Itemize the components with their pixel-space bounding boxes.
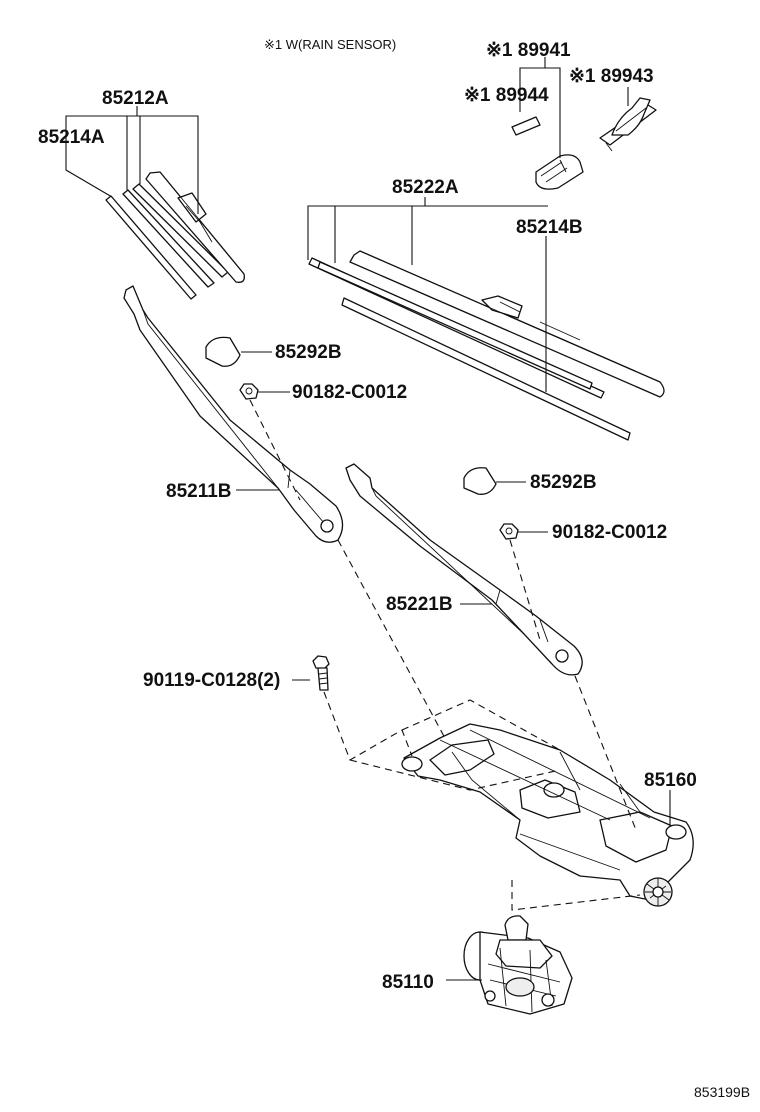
left-arm-cap-85292B — [205, 336, 241, 367]
left-blade-refill-85214A — [105, 195, 197, 300]
label-85292B-right: 85292B — [530, 472, 597, 493]
label-85292B-left: 85292B — [275, 342, 342, 363]
label-85212A: 85212A — [102, 88, 169, 109]
label-89944: ※1 89944 — [464, 85, 549, 106]
right-arm-cap-85292B — [463, 467, 497, 495]
wiper-linkage-85160 — [401, 723, 694, 907]
rain-sensor-note: ※1 W(RAIN SENSOR) — [264, 37, 396, 52]
bolt-90119 — [292, 655, 330, 691]
label-89941: ※1 89941 — [486, 40, 571, 61]
right-blade-assembly-85222A — [349, 250, 665, 398]
sensor-bracket-89943 — [599, 97, 657, 152]
left-nut-90182 — [239, 383, 259, 400]
leader-85214A — [65, 145, 113, 198]
label-90182-right: 90182-C0012 — [552, 522, 667, 543]
rain-sensor-89941 — [535, 154, 584, 190]
label-85222A: 85222A — [392, 177, 459, 198]
label-85110: 85110 — [382, 972, 434, 993]
label-85214A: 85214A — [38, 127, 105, 148]
left-wiper-arm-85211B — [123, 285, 344, 543]
label-85211B: 85211B — [166, 481, 232, 502]
label-90119: 90119-C0128(2) — [143, 670, 280, 691]
rain-sensor-cover-89944 — [511, 116, 541, 136]
leaders-85212A — [65, 106, 199, 214]
label-85221B: 85221B — [386, 594, 453, 615]
label-85160: 85160 — [644, 770, 697, 791]
right-nut-90182 — [499, 523, 519, 540]
leaders-right-arm — [460, 481, 548, 605]
leaders-left-arm — [236, 351, 290, 491]
leader-89941 — [519, 57, 561, 158]
diagram-reference-code: 853199B — [694, 1084, 750, 1100]
label-85214B: 85214B — [516, 217, 583, 238]
right-blade-strip-85222A — [308, 257, 605, 399]
label-90182-left: 90182-C0012 — [292, 382, 407, 403]
leaders-85222A — [307, 197, 548, 265]
right-blade-refill-85214B — [341, 297, 631, 441]
wiper-motor-85110 — [446, 915, 573, 1015]
label-89943: ※1 89943 — [569, 66, 654, 87]
installation-dashed-lines — [249, 399, 641, 911]
left-blade-assembly-85212A — [145, 171, 245, 283]
left-blade-strip-85212A — [122, 183, 229, 288]
right-wiper-arm-85221B — [345, 463, 583, 676]
